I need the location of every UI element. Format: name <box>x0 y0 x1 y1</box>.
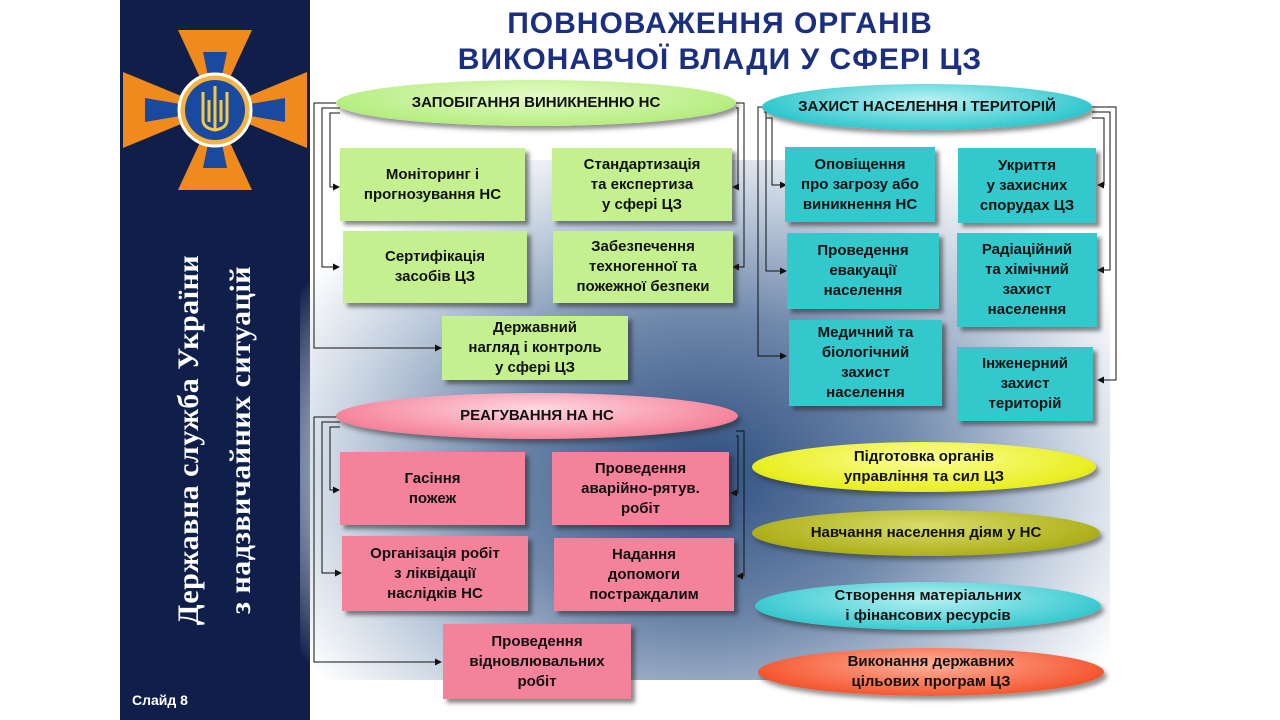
protection-shelter: Укриття у захисних спорудах ЦЗ <box>958 148 1096 223</box>
response-firefighting: Гасіння пожеж <box>340 452 525 525</box>
protection-warning: Оповіщення про загрозу або виникнення НС <box>785 147 935 222</box>
prevention-supervision: Державний нагляд і контроль у сфері ЦЗ <box>442 316 628 380</box>
page-title-line2: ВИКОНАВЧОЇ ВЛАДИ У СФЕРІ ЦЗ <box>457 43 983 76</box>
other-population-training: Навчання населення діям у НС <box>752 510 1100 556</box>
protection-evacuation: Проведення евакуації населення <box>787 233 939 309</box>
response-aid: Надання допомоги постраждалим <box>554 538 734 611</box>
prevention-safety: Забезпечення техногенної та пожежної без… <box>553 231 733 303</box>
response-restoration: Проведення відновлювальних робіт <box>443 624 631 699</box>
prevention-certification: Сертифікація засобів ЦЗ <box>343 231 527 303</box>
page-title-line1: ПОВНОВАЖЕННЯ ОРГАНІВ <box>507 7 933 40</box>
page-title: ПОВНОВАЖЕННЯ ОРГАНІВ ВИКОНАВЧОЇ ВЛАДИ У … <box>320 6 1120 78</box>
protection-radiation: Радіаційний та хімічний захист населення <box>957 233 1097 327</box>
response-liquidation: Організація робіт з ліквідації наслідків… <box>342 536 528 611</box>
other-state-programs: Виконання державних цільових програм ЦЗ <box>758 648 1104 696</box>
response-rescue: Проведення аварійно-рятув. робіт <box>552 452 729 525</box>
response-header: РЕАГУВАННЯ НА НС <box>336 393 738 439</box>
prevention-monitoring: Моніторинг і прогнозування НС <box>340 148 525 221</box>
slide-number: Слайд 8 <box>132 692 188 708</box>
sidebar: Державна служба України з надзвичайних с… <box>120 0 310 720</box>
prevention-standardization: Стандартизація та експертиза у сфері ЦЗ <box>552 148 732 221</box>
protection-header: ЗАХИСТ НАСЕЛЕННЯ І ТЕРИТОРІЙ <box>762 84 1092 130</box>
prevention-header: ЗАПОБІГАННЯ ВИНИКНЕННЮ НС <box>336 80 736 126</box>
protection-medical: Медичний та біологічний захист населення <box>789 320 942 406</box>
dsns-cross-emblem-icon <box>123 30 307 190</box>
protection-engineering: Інженерний захист територій <box>957 347 1093 421</box>
other-resources: Створення матеріальних і фінансових ресу… <box>755 582 1101 630</box>
other-training-authorities: Підготовка органів управління та сил ЦЗ <box>752 442 1096 492</box>
